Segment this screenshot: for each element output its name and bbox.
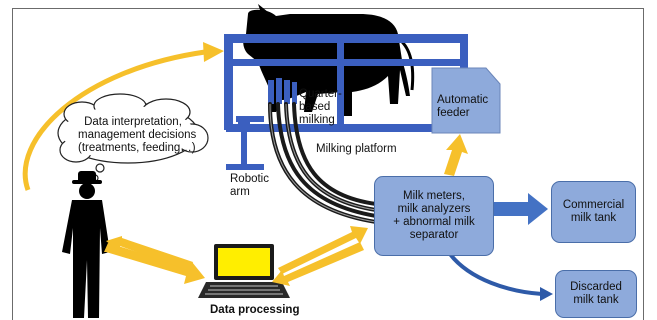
teat-cups-icon — [268, 78, 297, 104]
milk-meters-line-4: separator — [409, 229, 459, 241]
robotic-arm-line-2: arm — [230, 186, 250, 198]
quarter-line-1: Quarter- — [299, 88, 342, 100]
milk-meters-line-2: milk analyzers — [397, 203, 471, 215]
arrows-farmer-laptop — [104, 236, 205, 284]
thought-cloud — [57, 93, 209, 182]
arrow-meters-to-feeder — [444, 134, 468, 176]
automatic-feeder-label: Automatic feeder — [437, 94, 488, 120]
milk-meters-box: Milk meters, milk analyzers + abnormal m… — [374, 176, 494, 256]
arrowhead-to-discarded — [540, 287, 553, 301]
quarter-based-milking-label: Quarter- based milking — [299, 88, 342, 127]
commercial-line-1: Commercial — [562, 199, 625, 211]
robotic-arm-line-1: Robotic — [230, 173, 269, 185]
thought-line-3: (treatments, feeding…) — [78, 142, 196, 154]
quarter-line-3: milking — [299, 114, 335, 126]
quarter-line-2: based — [299, 101, 331, 113]
arrows-laptop-meters — [272, 226, 368, 286]
discarded-line-2: milk tank — [573, 294, 619, 306]
auto-feeder-line-1: Automatic — [437, 94, 489, 106]
farmer-icon — [62, 171, 110, 318]
data-processing-label: Data processing — [210, 304, 300, 316]
auto-feeder-line-2: feeder — [437, 107, 470, 119]
robotic-arm-icon — [226, 116, 264, 170]
milk-meters-line-1: Milk meters, — [403, 190, 465, 202]
commercial-milk-tank-box: Commercial milk tank — [551, 181, 636, 243]
discarded-line-1: Discarded — [570, 281, 622, 293]
diagram-frame — [12, 8, 644, 320]
thought-line-2: management decisions — [78, 129, 197, 141]
arrow-to-discarded-tank — [448, 252, 543, 296]
commercial-line-2: milk tank — [570, 212, 617, 224]
thought-line-1: Data interpretation, — [84, 116, 182, 128]
arrow-to-commercial-tank — [494, 193, 548, 225]
arrowhead-to-platform — [203, 42, 224, 62]
milk-meters-line-3: + abnormal milk — [393, 216, 475, 228]
automatic-feeder-shape — [431, 67, 501, 134]
milking-platform-label: Milking platform — [316, 143, 397, 155]
arrow-farmer-to-platform — [22, 49, 206, 191]
laptop-icon — [198, 244, 290, 298]
robotic-arm-label: Robotic arm — [230, 173, 269, 199]
milk-hoses-highlight — [269, 103, 377, 223]
thought-cloud-text: Data interpretation, management decision… — [78, 116, 197, 155]
discarded-milk-tank-box: Discarded milk tank — [555, 270, 637, 318]
